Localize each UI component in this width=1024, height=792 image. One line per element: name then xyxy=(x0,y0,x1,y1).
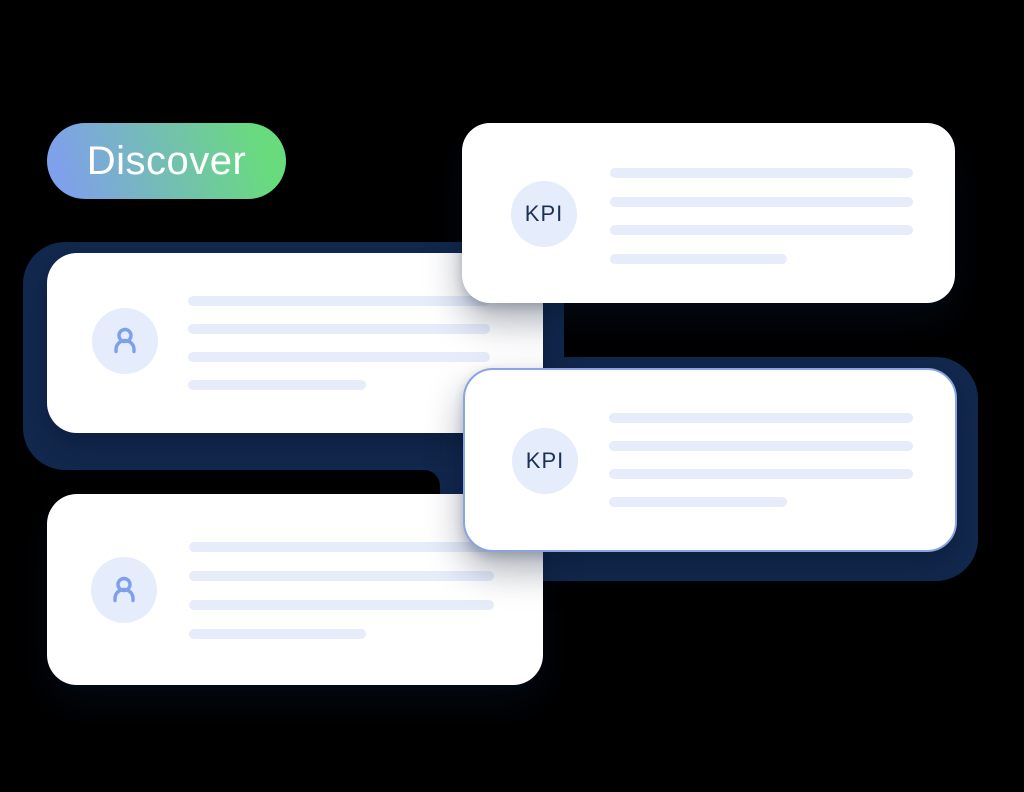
kpi-label: KPI xyxy=(525,448,565,473)
skeleton-line xyxy=(189,629,366,639)
kpi-avatar-circle: KPI xyxy=(512,428,578,494)
discover-badge-label: Discover xyxy=(86,139,247,183)
skeleton-text-block xyxy=(47,253,543,433)
kpi-avatar-circle: KPI xyxy=(511,181,577,247)
skeleton-text-block xyxy=(462,123,955,303)
skeleton-line xyxy=(188,380,366,390)
kpi-label: KPI xyxy=(524,201,564,226)
discover-badge[interactable]: Discover xyxy=(47,123,286,199)
skeleton-text-block xyxy=(47,494,543,685)
navy-fillet xyxy=(424,470,440,486)
kpi-card-active: KPI xyxy=(463,368,957,552)
skeleton-line xyxy=(610,225,913,235)
skeleton-line xyxy=(609,441,913,451)
kpi-card-top-right: KPI xyxy=(462,123,955,303)
person-card-bottom-left xyxy=(47,494,543,685)
skeleton-line xyxy=(610,168,913,178)
skeleton-line xyxy=(610,196,913,207)
skeleton-line xyxy=(609,469,913,479)
skeleton-line xyxy=(189,542,494,552)
person-avatar-circle xyxy=(91,557,157,623)
skeleton-line xyxy=(189,600,494,610)
person-icon xyxy=(114,327,136,354)
person-icon xyxy=(113,576,135,603)
skeleton-line xyxy=(609,497,787,507)
skeleton-line xyxy=(188,296,490,306)
person-avatar-circle xyxy=(92,308,158,374)
person-card-middle-left xyxy=(47,253,543,433)
skeleton-text-block xyxy=(465,370,955,550)
skeleton-line xyxy=(609,413,913,423)
skeleton-line xyxy=(188,324,490,334)
skeleton-line xyxy=(188,352,490,362)
skeleton-line xyxy=(189,571,494,581)
skeleton-line xyxy=(610,253,787,264)
